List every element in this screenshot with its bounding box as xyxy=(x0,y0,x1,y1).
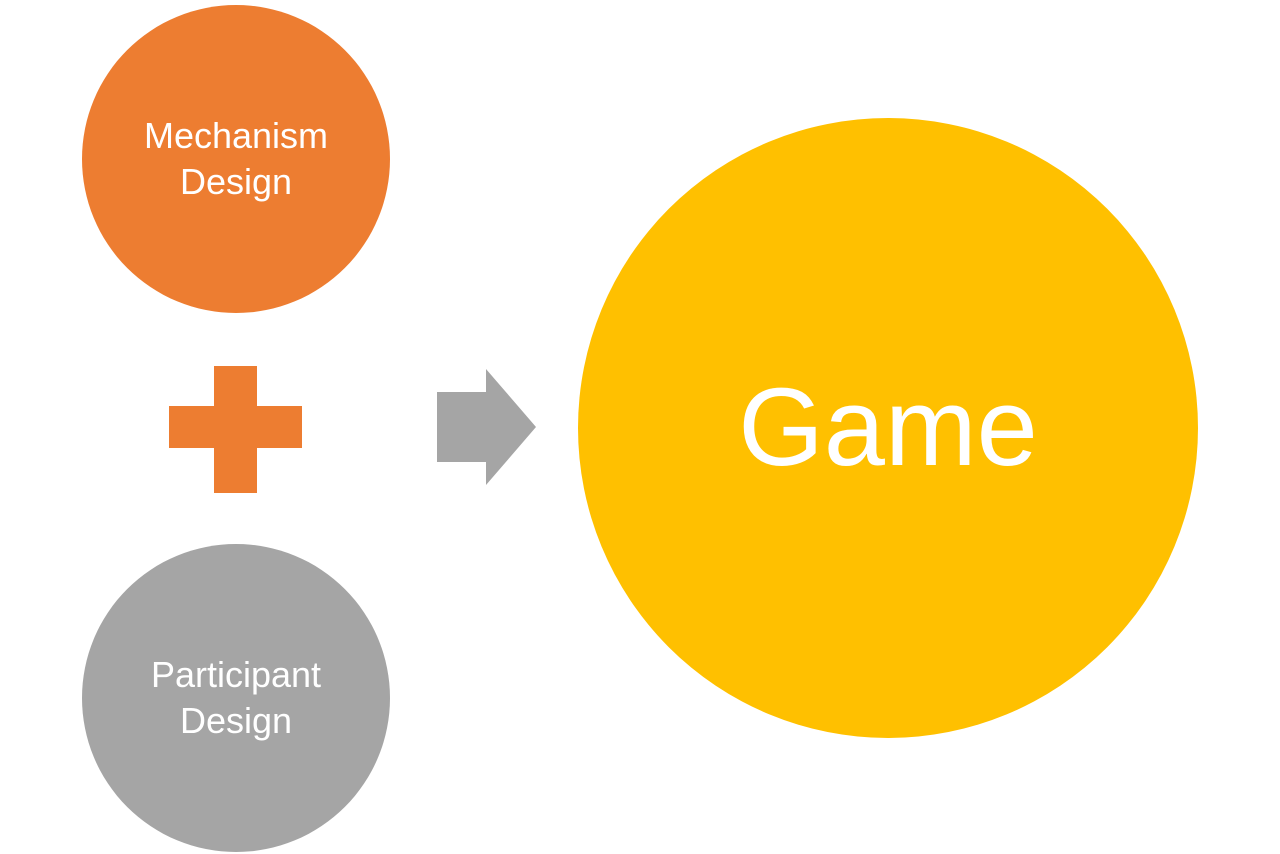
participant-design-circle: Participant Design xyxy=(82,544,390,852)
mechanism-design-circle: Mechanism Design xyxy=(82,5,390,313)
arrow-right-icon-shape xyxy=(437,369,536,485)
arrow-right-icon xyxy=(437,369,536,485)
game-label: Game xyxy=(738,366,1038,489)
mechanism-design-label: Mechanism Design xyxy=(143,115,329,202)
plus-icon xyxy=(169,366,302,493)
game-circle: Game xyxy=(578,118,1198,738)
plus-icon-shape xyxy=(169,366,302,493)
participant-design-label: Participant Design xyxy=(150,654,322,741)
